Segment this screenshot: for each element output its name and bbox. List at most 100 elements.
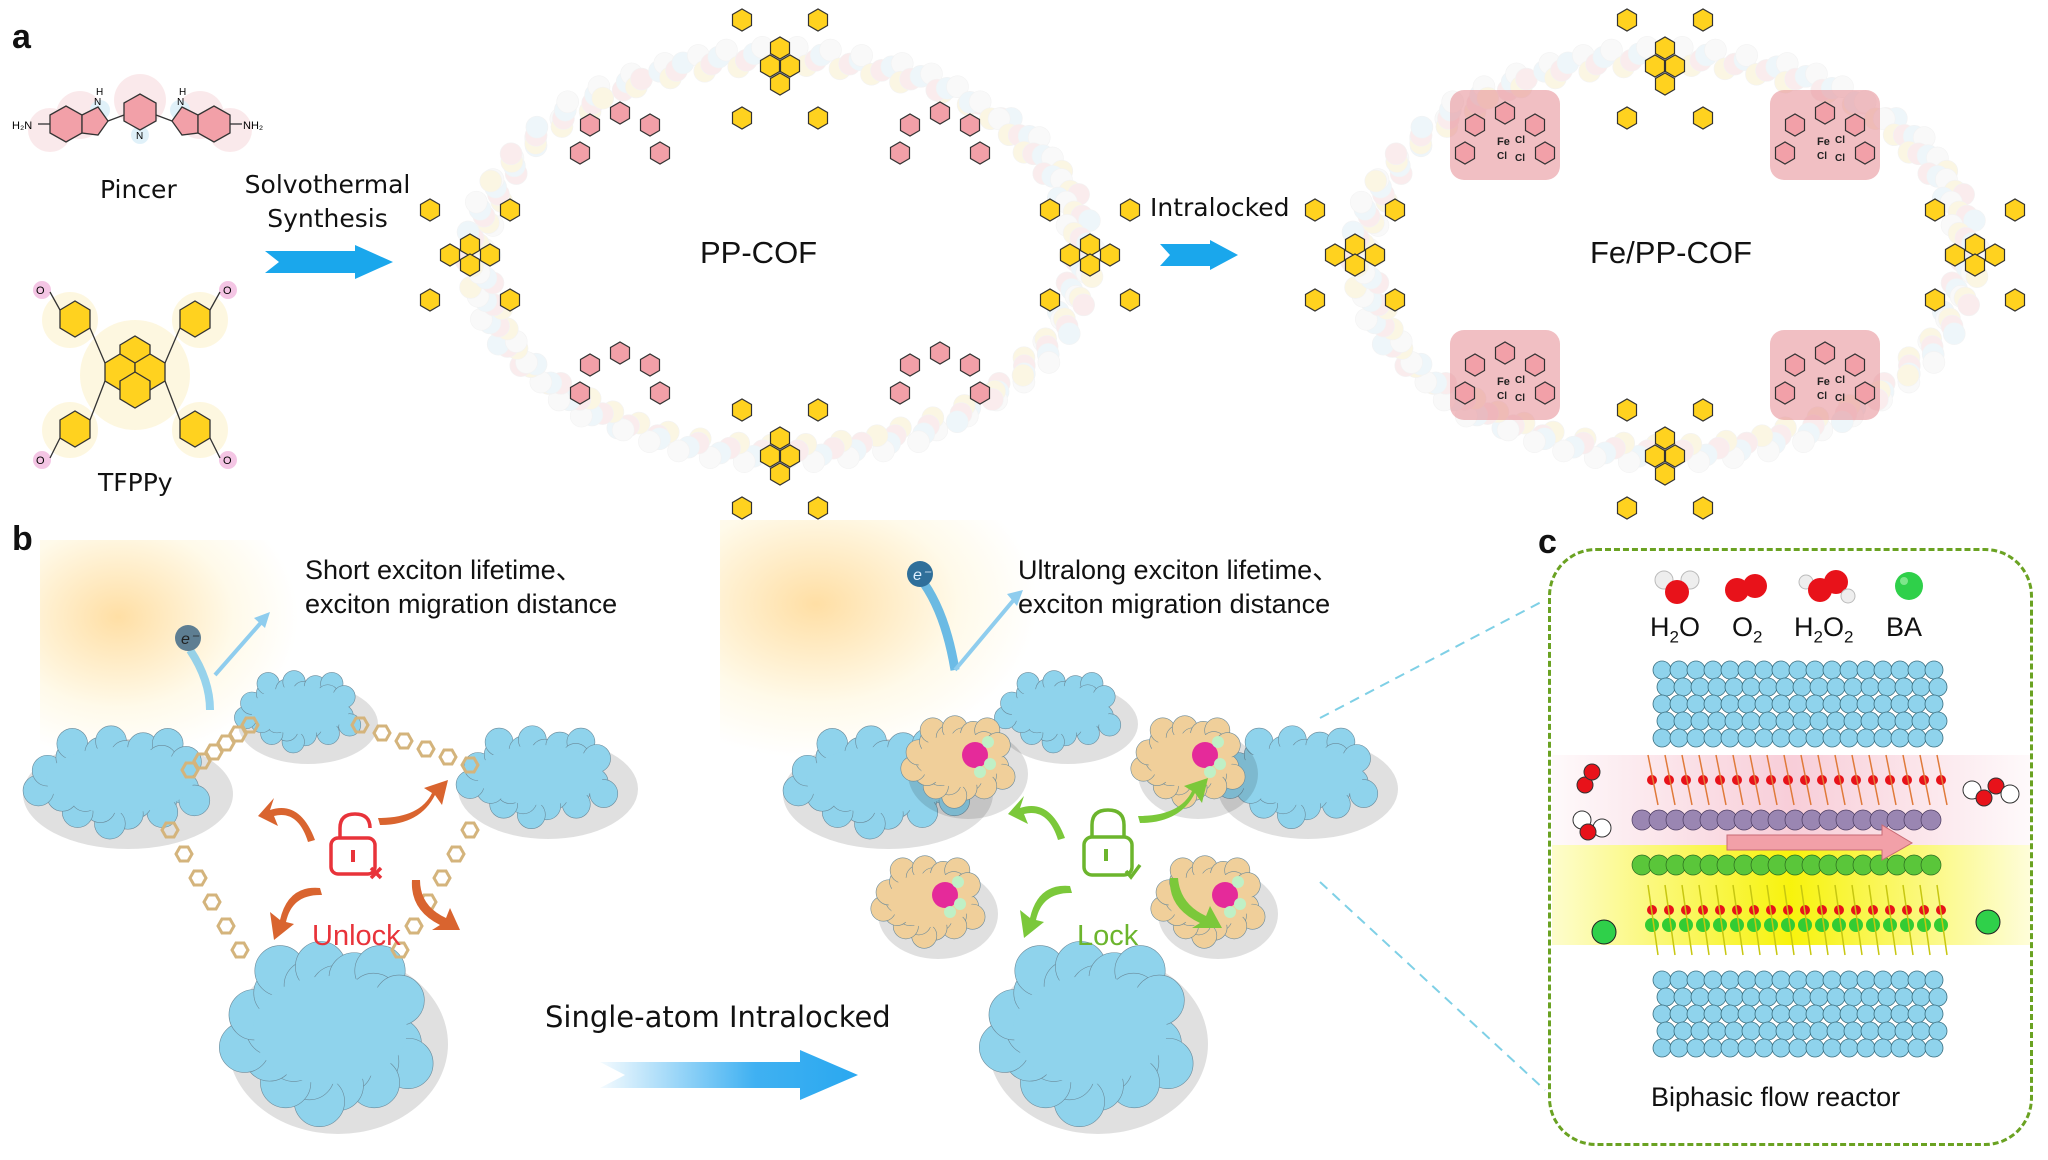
legend-o2-sub: 2 (1753, 627, 1763, 647)
pincer-linker-sphere (1150, 855, 1278, 959)
pyrene-ring (1344, 253, 1366, 277)
linker-chain (180, 716, 260, 779)
pyrene-ring (479, 243, 501, 267)
pyrene-ring (1654, 462, 1676, 486)
fe-center: Fe (1497, 136, 1510, 148)
benzimidazole-ring (1464, 113, 1486, 137)
phenyl-ring (1924, 198, 1946, 222)
fe-center: Fe (1817, 136, 1830, 148)
phenyl-ring (1616, 496, 1638, 520)
right-note-line-1: Ultralong exciton lifetime、 (1018, 555, 1340, 585)
benzimidazole-ring (1844, 353, 1866, 377)
panel-c-box (1548, 548, 2033, 1146)
pyrene-node (1924, 198, 2026, 312)
fe-single-atom (932, 876, 966, 918)
pyrene-node-top (994, 670, 1138, 764)
phenyl-ring (1692, 8, 1714, 32)
benzimidazole-ring (1534, 141, 1556, 165)
flow-arrow-icon (1726, 824, 1913, 861)
pyrene-ring (1654, 426, 1676, 450)
cl-ligand: Cl (1835, 135, 1845, 146)
aldehyde-o-label: O (36, 455, 45, 467)
unlocked-padlock-icon (329, 812, 383, 880)
legend-h2o2-o: O (1822, 612, 1844, 642)
legend-h2o-sub: 2 (1669, 627, 1679, 647)
benzimidazole-ring (1534, 381, 1556, 405)
cl-ligand: Cl (1515, 375, 1525, 386)
pyrene-node (419, 198, 521, 312)
benzyl-alcohol-sphere-icon (1895, 572, 1923, 600)
water-molecule-icon (1654, 570, 1700, 604)
synthesis-arrow-icon (265, 245, 393, 279)
pyrene-ring (779, 54, 801, 78)
phenyl-ring (1692, 398, 1714, 422)
hydrogen-peroxide-molecule-icon (1798, 570, 1856, 604)
phenyl-ring (807, 496, 829, 520)
pyrene-ring (769, 426, 791, 450)
ba-molecule (1591, 919, 1617, 945)
pyridine-ring (929, 101, 951, 125)
right-note-line-2: exciton migration distance (1018, 589, 1331, 619)
benzimidazole-ring (889, 141, 911, 165)
phenyl-ring (1692, 106, 1714, 130)
phenyl-ring (1039, 288, 1061, 312)
n-atom-label: N (136, 131, 143, 142)
legend-ba-label: BA (1886, 612, 1923, 642)
free-molecules (1572, 763, 2020, 841)
right-exciton-note: Ultralong exciton lifetime、 exciton migr… (1018, 553, 1339, 621)
pyrene-node (731, 8, 829, 130)
pyrene-node-bottom (219, 941, 448, 1134)
linker-chain (160, 821, 250, 959)
pyridine-ring (1814, 341, 1836, 365)
cl-ligand: Cl (1515, 135, 1525, 146)
benzimidazole-ring (579, 353, 601, 377)
h-atom-label: H (179, 87, 186, 98)
pyrene-node-top (234, 670, 378, 764)
fe-single-atom (962, 736, 996, 778)
reactor-caption: Biphasic flow reactor (1651, 1082, 1901, 1112)
pp-cof-label: PP-COF (700, 235, 818, 270)
aldehyde-o-label: O (36, 285, 45, 297)
pyridine-ring (1814, 101, 1836, 125)
phenyl-ring (1384, 198, 1406, 222)
pyrene-node (1616, 8, 1714, 130)
pyrene-ring (1099, 243, 1121, 267)
pincer-linker (889, 101, 991, 165)
phenyl-ring (807, 8, 829, 32)
cl-ligand: Cl (1817, 391, 1827, 402)
pyrene-ring (1964, 233, 1986, 257)
pyrene-node (1304, 198, 1406, 312)
locked-padlock-icon (1082, 808, 1142, 880)
electron-right-label: e⁻ (913, 567, 932, 584)
pyrene-ring (1079, 233, 1101, 257)
pyrene-node (1039, 198, 1141, 312)
unlock-arrows-icon (258, 780, 460, 940)
pincer-linker (889, 341, 991, 405)
fe-center: Fe (1497, 376, 1510, 388)
pyrene-ring (1664, 54, 1686, 78)
benzimidazole-ring (649, 141, 671, 165)
benzimidazole-ring (649, 381, 671, 405)
benzimidazole-ring (579, 113, 601, 137)
electron-left-label: e⁻ (181, 631, 200, 648)
pyrene-ring (1654, 36, 1676, 60)
pyrene-ring (1964, 253, 1986, 277)
pyrene-ring (1654, 72, 1676, 96)
benzimidazole-ring (1854, 141, 1876, 165)
transition-label: Single-atom Intralocked (545, 1000, 891, 1034)
pyrene-node (1616, 398, 1714, 520)
benzimidazole-ring (899, 113, 921, 137)
step-1-label-line-1: Solvothermal (244, 170, 411, 199)
pyridine-ring (1494, 101, 1516, 125)
cl-ligand: Cl (1515, 393, 1525, 404)
n-atom-label: N (177, 97, 184, 108)
pyrene-ring (1644, 444, 1666, 468)
benzimidazole-ring (889, 381, 911, 405)
pyrene-ring (1984, 243, 2006, 267)
pyrene-node-bottom (979, 941, 1208, 1134)
top-cof-wall (1652, 660, 1948, 748)
phenyl-ring (499, 288, 521, 312)
zoom-guide-lines (1319, 599, 1546, 1091)
cof-background-spheres (454, 36, 1106, 475)
step-1-label-line-2: Synthesis (267, 204, 388, 233)
